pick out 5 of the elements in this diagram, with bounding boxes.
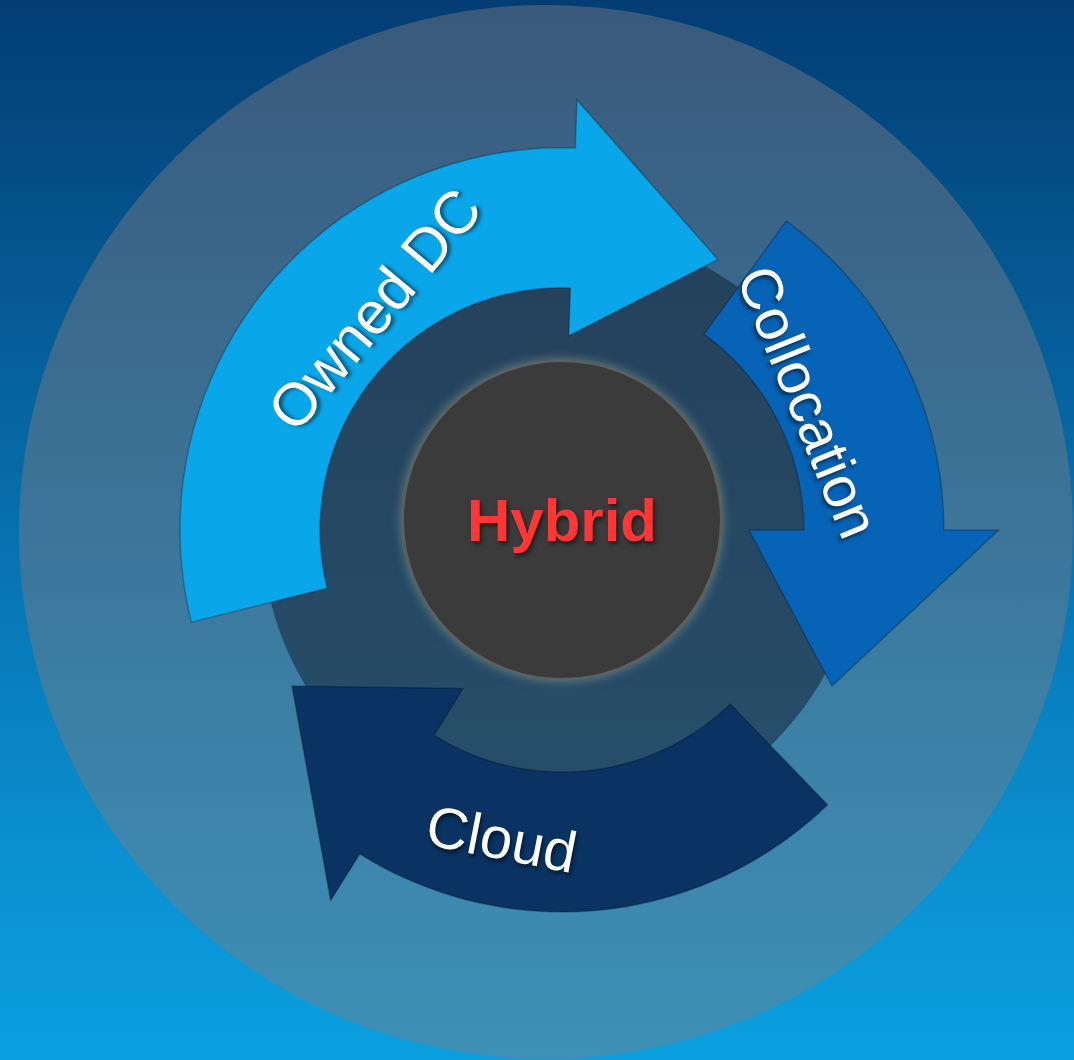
curved-arrow: [180, 100, 718, 623]
arrow-label: Cloud: [421, 790, 583, 886]
curved-arrow: [704, 220, 999, 686]
center-label: Hybrid: [467, 485, 657, 555]
curved-arrow: [291, 686, 828, 912]
